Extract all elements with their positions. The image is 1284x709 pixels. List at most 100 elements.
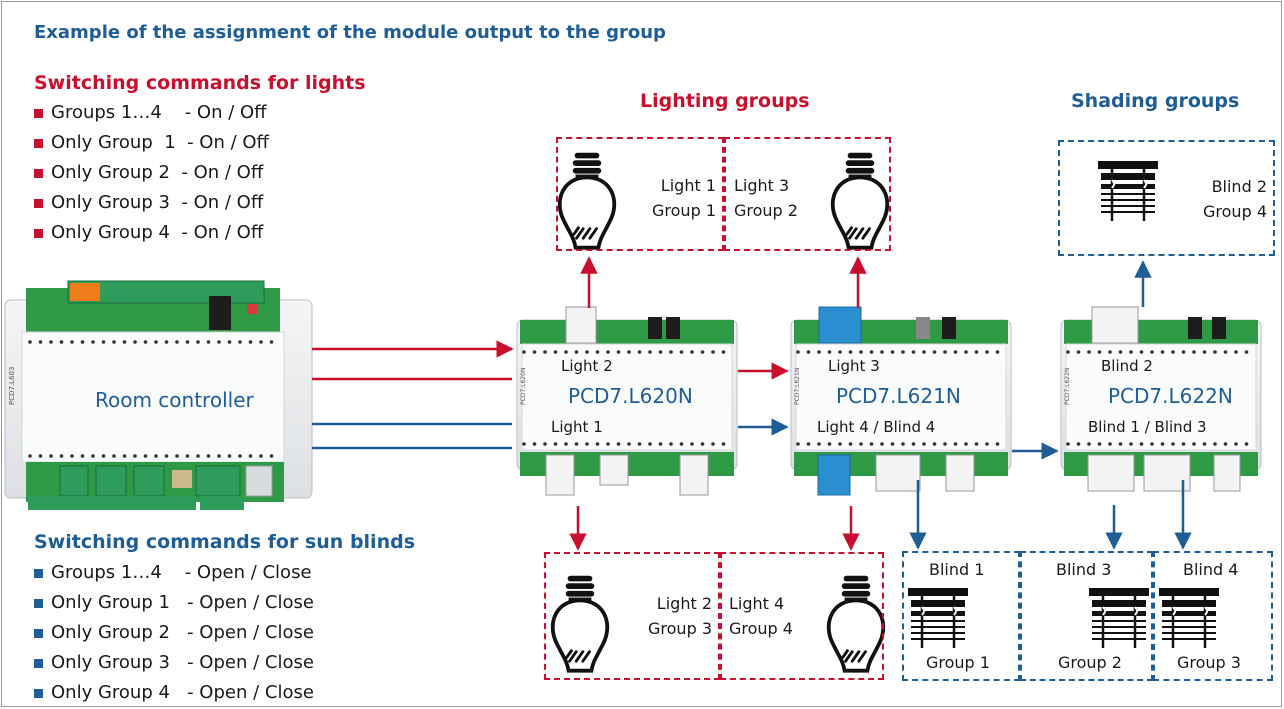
terminal-dot bbox=[553, 350, 558, 354]
terminal-dot bbox=[974, 350, 979, 354]
terminal-dot bbox=[101, 454, 106, 458]
terminal-dot bbox=[28, 454, 32, 458]
terminal-dot bbox=[711, 350, 715, 354]
terminal-dot bbox=[1213, 442, 1217, 446]
terminal-dot bbox=[1181, 442, 1186, 446]
module-1-side-text: PCD7.L620N bbox=[520, 367, 527, 405]
blinds-commands-list: Groups 1…4 - Open / Close Only Group 1 -… bbox=[34, 558, 314, 708]
terminal-dot bbox=[995, 442, 1000, 446]
group-box-blind-4 bbox=[1153, 551, 1273, 681]
module-2-top-label: Light 3 bbox=[828, 357, 880, 375]
terminal-dot bbox=[133, 340, 137, 344]
terminal-dot bbox=[796, 442, 800, 446]
terminal-dot bbox=[890, 350, 895, 354]
terminal-dot bbox=[985, 442, 989, 446]
module-3-name: PCD7.L622N bbox=[1108, 384, 1233, 408]
bullet-icon bbox=[34, 138, 43, 148]
group-box-light-2 bbox=[544, 552, 720, 680]
terminal-dot bbox=[679, 442, 684, 446]
terminal-dot bbox=[143, 340, 148, 344]
terminal-dot bbox=[217, 340, 221, 344]
terminal-dot bbox=[28, 340, 32, 344]
terminal-dot bbox=[932, 442, 937, 446]
lights-commands-list: Groups 1…4 - On / Off Only Group 1 - On … bbox=[34, 98, 269, 248]
terminal-dot bbox=[627, 442, 631, 446]
blind-4-label: Blind 4 bbox=[1183, 560, 1239, 579]
terminal-dot bbox=[658, 442, 663, 446]
group-box-blind-3 bbox=[1020, 551, 1153, 681]
terminal-dot bbox=[122, 454, 127, 458]
module-3-device bbox=[1060, 306, 1262, 492]
terminal-dot bbox=[248, 340, 253, 344]
terminal-dot bbox=[995, 350, 1000, 354]
terminal-dot bbox=[522, 350, 526, 354]
terminal-dot bbox=[38, 340, 43, 344]
list-item: Only Group 2 - On / Off bbox=[34, 158, 269, 188]
bullet-icon bbox=[34, 168, 43, 178]
terminal-dot bbox=[70, 454, 74, 458]
terminal-dot bbox=[595, 442, 600, 446]
terminal-dot bbox=[943, 442, 947, 446]
terminal-dot bbox=[1066, 350, 1070, 354]
terminal-dot bbox=[1139, 350, 1144, 354]
terminal-dot bbox=[1244, 442, 1249, 446]
terminal-dot bbox=[196, 340, 200, 344]
module-2-device bbox=[790, 306, 1012, 496]
terminal-dot bbox=[985, 350, 989, 354]
group-4-blind-label: Blind 2 Group 4 bbox=[1203, 177, 1267, 221]
list-item: Only Group 4 - On / Off bbox=[34, 218, 269, 248]
diagram-title: Example of the assignment of the module … bbox=[34, 22, 666, 43]
terminal-dot bbox=[869, 442, 874, 446]
terminal-dot bbox=[1223, 442, 1228, 446]
terminal-dot bbox=[1129, 350, 1133, 354]
terminal-dot bbox=[953, 350, 958, 354]
terminal-dot bbox=[585, 442, 589, 446]
bullet-icon bbox=[34, 198, 43, 208]
blind-1-group-label: Group 1 bbox=[926, 653, 990, 672]
group-1-light-label: Light 1 Group 1 bbox=[652, 176, 716, 220]
terminal-dot bbox=[1087, 350, 1091, 354]
terminal-dot bbox=[1129, 442, 1133, 446]
terminal-dot bbox=[269, 340, 274, 344]
terminal-dot bbox=[1076, 442, 1081, 446]
terminal-dot bbox=[1171, 350, 1175, 354]
room-controller-label: Room controller bbox=[95, 388, 254, 412]
list-item: Only Group 3 - Open / Close bbox=[34, 648, 314, 678]
terminal-dot bbox=[901, 442, 905, 446]
terminal-dot bbox=[1076, 350, 1081, 354]
terminal-dot bbox=[817, 442, 821, 446]
module-2-bottom-label: Light 4 / Blind 4 bbox=[817, 418, 936, 436]
terminal-dot bbox=[901, 350, 905, 354]
list-item: Only Group 4 - Open / Close bbox=[34, 678, 314, 708]
module-3-bottom-label: Blind 1 / Blind 3 bbox=[1088, 418, 1207, 436]
bullet-icon bbox=[34, 568, 43, 578]
terminal-dot bbox=[658, 350, 663, 354]
terminal-dot bbox=[227, 454, 232, 458]
terminal-dot bbox=[616, 350, 621, 354]
terminal-dot bbox=[59, 454, 64, 458]
terminal-dot bbox=[101, 340, 106, 344]
terminal-dot bbox=[543, 350, 547, 354]
terminal-dot bbox=[679, 350, 684, 354]
terminal-dot bbox=[259, 454, 263, 458]
list-item: Only Group 3 - On / Off bbox=[34, 188, 269, 218]
terminal-dot bbox=[880, 350, 884, 354]
terminal-dot bbox=[122, 340, 127, 344]
terminal-dot bbox=[1202, 350, 1207, 354]
terminal-dot bbox=[932, 350, 937, 354]
terminal-dot bbox=[70, 340, 74, 344]
terminal-dot bbox=[154, 454, 158, 458]
group-box-blind-2 bbox=[1058, 140, 1275, 256]
terminal-dot bbox=[890, 442, 895, 446]
terminal-dot bbox=[922, 442, 926, 446]
module-3-top-label: Blind 2 bbox=[1101, 357, 1153, 375]
terminal-dot bbox=[880, 442, 884, 446]
terminal-dot bbox=[1244, 350, 1249, 354]
blinds-commands-heading: Switching commands for sun blinds bbox=[34, 531, 416, 553]
terminal-dot bbox=[1150, 350, 1154, 354]
terminal-dot bbox=[606, 350, 610, 354]
group-box-light-4 bbox=[720, 552, 884, 680]
terminal-dot bbox=[206, 340, 211, 344]
terminal-dot bbox=[1202, 442, 1207, 446]
terminal-dot bbox=[553, 442, 558, 446]
